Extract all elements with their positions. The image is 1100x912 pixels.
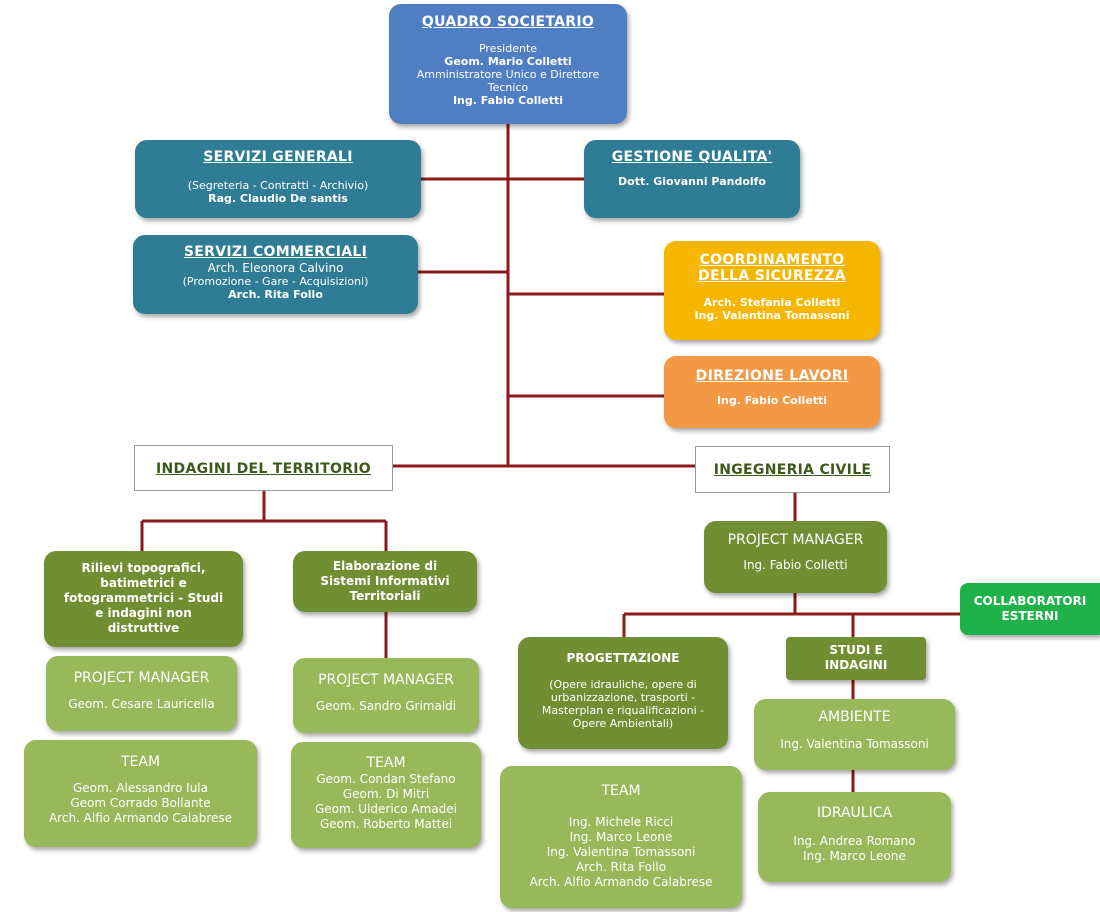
pm-rilievi-name: Geom. Cesare Lauricella xyxy=(68,697,215,711)
direzione-lavori-box: DIREZIONE LAVORI Ing. Fabio Colletti xyxy=(664,356,880,428)
team-rilievi-member: Arch. Alfio Armando Calabrese xyxy=(48,811,233,825)
progettazione-box: PROGETTAZIONE (Opere idrauliche, opere d… xyxy=(518,637,728,749)
pm-elaborazione-title: PROJECT MANAGER xyxy=(318,672,454,688)
quadro-societario-box: QUADRO SOCIETARIO Presidente Geom. Mario… xyxy=(389,4,627,124)
servizi-commerciali-line-2: (Promozione - Gare - Acquisizioni) xyxy=(182,275,369,288)
team-rilievi-title: TEAM xyxy=(120,754,161,770)
idraulica-title: IDRAULICA xyxy=(816,805,893,821)
quadro-societario-title: QUADRO SOCIETARIO xyxy=(421,14,595,30)
sicurezza-line-1: Arch. Stefania Colletti xyxy=(703,296,841,309)
rilievi-line-4: e indagini non xyxy=(95,606,192,620)
quadro-line-3: Amministratore Unico e Direttore xyxy=(416,68,600,81)
sicurezza-title-2: DELLA SICUREZZA xyxy=(698,268,846,284)
direzione-lavori-title: DIREZIONE LAVORI xyxy=(695,368,849,384)
servizi-commerciali-line-1: Arch. Eleonora Calvino xyxy=(207,261,344,275)
collaboratori-line-1: COLLABORATORI xyxy=(973,594,1087,608)
direzione-lavori-line-1: Ing. Fabio Colletti xyxy=(716,394,828,407)
servizi-generali-line-1: (Segreteria - Contratti - Archivio) xyxy=(187,179,369,192)
servizi-generali-line-2: Rag. Claudio De santis xyxy=(208,192,348,205)
servizi-commerciali-line-3: Arch. Rita Follo xyxy=(228,288,323,301)
pm-rilievi-title: PROJECT MANAGER xyxy=(73,670,210,686)
team-elaborazione-title: TEAM xyxy=(366,755,406,771)
team-progettazione-box: TEAM Ing. Michele Ricci Ing. Marco Leone… xyxy=(500,766,742,908)
rilievi-line-2: batimetrici e xyxy=(100,576,187,590)
quadro-line-2: Geom. Mario Colletti xyxy=(444,55,572,68)
servizi-commerciali-box: SERVIZI COMMERCIALI Arch. Eleonora Calvi… xyxy=(133,235,418,314)
elaborazione-line-1: Elaborazione di xyxy=(332,559,438,573)
team-elaborazione-member: Geom. Roberto Mattei xyxy=(319,817,453,831)
sicurezza-box: COORDINAMENTO DELLA SICUREZZA Arch. Stef… xyxy=(664,241,880,340)
progettazione-title: PROGETTAZIONE xyxy=(566,651,680,665)
indagini-territorio-title: INDAGINI DEL TERRITORIO xyxy=(156,461,371,477)
sicurezza-line-2: Ing. Valentina Tomassoni xyxy=(694,309,850,322)
idraulica-box: IDRAULICA Ing. Andrea Romano Ing. Marco … xyxy=(758,792,951,882)
servizi-generali-box: SERVIZI GENERALI (Segreteria - Contratti… xyxy=(135,140,421,218)
team-elaborazione-member: Geom. Di Mitri xyxy=(342,787,430,801)
ingegneria-civile-title: INGEGNERIA CIVILE xyxy=(713,462,872,478)
team-elaborazione-box: TEAM Geom. Condan Stefano Geom. Di Mitri… xyxy=(291,742,481,848)
rilievi-line-3: fotogrammetrici - Studi xyxy=(63,591,224,605)
team-rilievi-box: TEAM Geom. Alessandro Iula Geom Corrado … xyxy=(24,740,257,847)
studi-line-2: INDAGINI xyxy=(824,658,888,672)
elaborazione-box: Elaborazione di Sistemi Informativi Terr… xyxy=(293,551,477,612)
rilievi-line-5: distruttive xyxy=(107,621,180,635)
progettazione-line-3: Masterplan e riqualificazioni - xyxy=(541,704,705,717)
ingegneria-civile-box: INGEGNERIA CIVILE xyxy=(695,446,890,493)
servizi-commerciali-title: SERVIZI COMMERCIALI xyxy=(183,244,368,260)
idraulica-member: Ing. Marco Leone xyxy=(803,849,906,863)
idraulica-member: Ing. Andrea Romano xyxy=(793,834,916,848)
team-progettazione-member: Ing. Marco Leone xyxy=(569,830,673,844)
pm-rilievi-box: PROJECT MANAGER Geom. Cesare Lauricella xyxy=(46,656,237,731)
collaboratori-line-2: ESTERNI xyxy=(1001,609,1059,623)
gestione-qualita-title: GESTIONE QUALITA' xyxy=(611,149,773,165)
team-progettazione-title: TEAM xyxy=(601,783,641,799)
team-rilievi-member: Geom. Alessandro Iula xyxy=(72,781,208,795)
rilievi-line-1: Rilievi topografici, xyxy=(81,561,206,575)
indagini-territorio-box: INDAGINI DEL TERRITORIO xyxy=(134,445,393,491)
pm-ingegneria-name: Ing. Fabio Colletti xyxy=(743,558,848,572)
sicurezza-title-1: COORDINAMENTO xyxy=(699,252,845,268)
team-progettazione-member: Arch. Rita Follo xyxy=(575,860,667,874)
servizi-generali-title: SERVIZI GENERALI xyxy=(203,149,353,165)
ambiente-name: Ing. Valentina Tomassoni xyxy=(780,737,929,751)
studi-line-1: STUDI E xyxy=(829,643,883,657)
pm-ingegneria-box: PROJECT MANAGER Ing. Fabio Colletti xyxy=(704,521,887,593)
elaborazione-line-3: Territoriali xyxy=(349,589,421,603)
progettazione-line-4: Opere Ambientali) xyxy=(572,717,674,730)
team-elaborazione-member: Geom. Ulderico Amadei xyxy=(314,802,458,816)
team-rilievi-member: Geom Corrado Bollante xyxy=(70,796,211,810)
progettazione-line-1: (Opere idrauliche, opere di xyxy=(549,678,697,691)
ambiente-box: AMBIENTE Ing. Valentina Tomassoni xyxy=(754,699,955,770)
collaboratori-esterni-box: COLLABORATORI ESTERNI xyxy=(960,583,1100,635)
quadro-line-4: Tecnico xyxy=(487,81,529,94)
quadro-line-1: Presidente xyxy=(478,42,538,55)
gestione-qualita-line-1: Dott. Giovanni Pandolfo xyxy=(618,175,766,188)
ambiente-title: AMBIENTE xyxy=(818,709,891,725)
rilievi-box: Rilievi topografici, batimetrici e fotog… xyxy=(44,551,243,647)
elaborazione-line-2: Sistemi Informativi xyxy=(320,574,450,588)
team-progettazione-member: Arch. Alfio Armando Calabrese xyxy=(529,875,713,889)
team-progettazione-member: Ing. Valentina Tomassoni xyxy=(546,845,696,859)
pm-elaborazione-box: PROJECT MANAGER Geom. Sandro Grimaldi xyxy=(293,658,479,733)
pm-ingegneria-title: PROJECT MANAGER xyxy=(727,532,864,548)
studi-indagini-box: STUDI E INDAGINI xyxy=(786,637,926,680)
progettazione-line-2: urbanizzazione, trasporti - xyxy=(550,691,696,704)
quadro-line-5: Ing. Fabio Colletti xyxy=(452,94,564,107)
team-elaborazione-member: Geom. Condan Stefano xyxy=(316,772,456,786)
team-progettazione-member: Ing. Michele Ricci xyxy=(568,815,674,829)
gestione-qualita-box: GESTIONE QUALITA' Dott. Giovanni Pandolf… xyxy=(584,140,800,218)
pm-elaborazione-name: Geom. Sandro Grimaldi xyxy=(315,699,457,713)
